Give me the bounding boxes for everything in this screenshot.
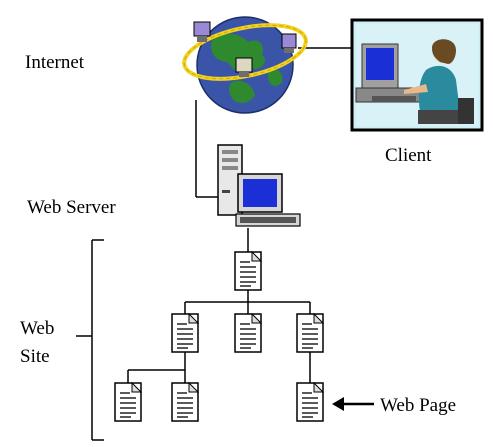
person-at-computer-icon [350, 18, 484, 132]
web-server-label: Web Server [27, 197, 116, 218]
client-label: Client [385, 145, 432, 166]
globe-icon [182, 16, 308, 114]
monitor-icon [235, 173, 301, 227]
document-page-icon [234, 313, 262, 353]
internet-label: Internet [25, 52, 85, 73]
web-site-label-line2: Site [20, 346, 50, 367]
web-site-label-line1: Web [20, 318, 55, 339]
arrow-left-icon [332, 397, 374, 411]
document-page-icon [296, 313, 324, 353]
document-page-icon [171, 382, 199, 422]
web-page-label: Web Page [380, 395, 457, 416]
document-page-icon [114, 382, 142, 422]
document-page-icon [234, 251, 262, 291]
connection-lines [76, 47, 352, 441]
document-page-icon [171, 313, 199, 353]
document-page-icon [296, 382, 324, 422]
